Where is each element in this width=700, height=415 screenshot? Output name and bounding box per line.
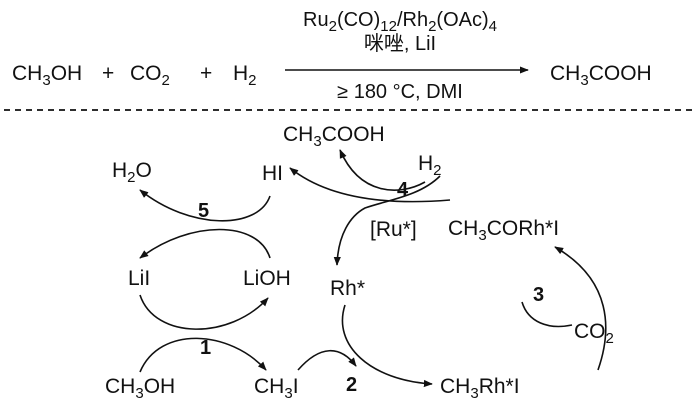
product-acetic-acid: CH3COOH	[550, 62, 652, 89]
reactant-h2: H2	[233, 62, 257, 89]
step-label-3: 3	[533, 284, 544, 306]
step1-arrow-lii-to-lioh	[139, 294, 269, 330]
step1-arrow-methanol-to-methyl-iodide	[139, 337, 267, 373]
conditions-label: ≥ 180 °C, DMI	[337, 81, 463, 103]
step5-arrow-lioh-to-lii	[139, 228, 271, 259]
step4-arrow-to-acetic-acid	[339, 149, 426, 191]
step-label-5: 5	[198, 200, 209, 222]
species-hydrogen: H2	[418, 152, 442, 179]
step3-arrow-to-acyl-rhodium	[554, 246, 607, 371]
plus-sign-2: +	[200, 62, 212, 85]
species-methanol: CH3OH	[105, 375, 175, 402]
reactant-methanol: CH3OH	[12, 62, 82, 89]
step-label-4: 4	[397, 179, 409, 201]
plus-sign-1: +	[102, 62, 114, 85]
species-methyl-iodide: CH3I	[254, 375, 299, 402]
step3-arrow-co2-in	[521, 301, 573, 328]
species-water: H2O	[112, 159, 152, 186]
species-lii: LiI	[128, 267, 150, 290]
species-hi: HI	[262, 162, 283, 185]
step-label-2: 2	[346, 374, 357, 396]
step-label-1: 1	[200, 337, 211, 359]
species-methyl-rhodium-iodide: CH3Rh*I	[440, 375, 520, 402]
species-co2-input: CO2	[574, 320, 614, 347]
species-rhodium: Rh*	[330, 277, 365, 300]
species-acyl-rhodium-iodide: CH3CORh*I	[448, 217, 559, 244]
species-ru-catalyst: [Ru*]	[370, 218, 417, 241]
reactant-co2: CO2	[130, 62, 170, 89]
step2-arrow-to-methyl-rhodium	[341, 304, 433, 388]
step4-arrow-to-hi	[289, 167, 451, 203]
additives-label: 咪唑, LiI	[364, 32, 436, 55]
step4-arrow-to-rhodium	[333, 175, 441, 266]
catalyst-label: Ru2(CO)12/Rh2(OAc)4	[303, 9, 497, 35]
species-acetic-acid: CH3COOH	[283, 123, 385, 150]
species-lioh: LiOH	[243, 267, 291, 290]
step2-arrow-methyl-iodide-in	[297, 349, 357, 371]
step5-arrow-hi-to-water	[139, 189, 271, 222]
